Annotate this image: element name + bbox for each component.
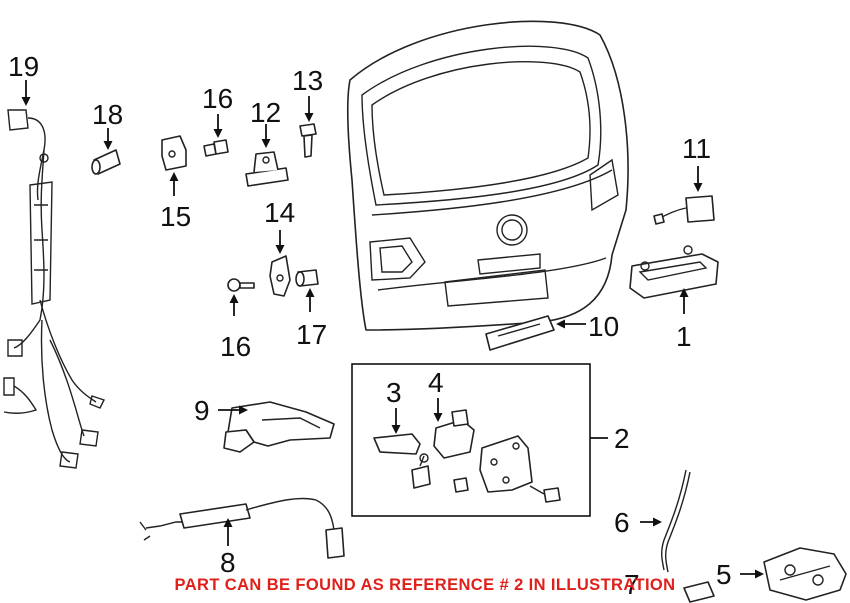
- callout-1: 1: [676, 321, 692, 352]
- callout-11: 11: [682, 133, 711, 164]
- part-16-bolt-lower-illustration: [227, 278, 255, 292]
- callout-14: 14: [264, 197, 295, 228]
- liftgate-illustration: [347, 20, 629, 331]
- callout-15: 15: [160, 201, 191, 232]
- callout-3: 3: [386, 377, 402, 408]
- callout-12: 12: [250, 97, 281, 128]
- callout-17: 17: [296, 319, 327, 350]
- callout-13: 13: [292, 65, 323, 96]
- callout-19: 19: [8, 51, 39, 82]
- callout-4: 4: [428, 367, 444, 398]
- part-11-illustration: [653, 195, 715, 225]
- assembly-box: [351, 363, 591, 517]
- callout-2: 2: [614, 423, 630, 454]
- part-10-illustration: [485, 315, 555, 351]
- part-8-cable-illustration: [139, 497, 345, 559]
- callout-10: 10: [588, 311, 619, 342]
- part-16-bolt-top-illustration: [203, 139, 229, 157]
- part-17-illustration: [295, 269, 319, 287]
- callout-6: 6: [614, 507, 630, 538]
- wiring-harness-illustration: [3, 109, 105, 469]
- part-7-illustration: [683, 581, 715, 603]
- part-9-illustration: [223, 401, 335, 453]
- part-18-illustration: [91, 149, 121, 175]
- callout-18: 18: [92, 99, 123, 130]
- part-1-illustration: [629, 245, 719, 299]
- callout-16-lower: 16: [220, 331, 251, 362]
- callout-numbers: 19 18 16 12 13 15 14 16 17 11 1 10 9 3 4…: [8, 51, 732, 600]
- part-12-illustration: [245, 151, 289, 187]
- reference-caption: PART CAN BE FOUND AS REFERENCE # 2 IN IL…: [174, 576, 676, 594]
- part-13-illustration: [299, 123, 317, 158]
- leader-lines: [21, 80, 764, 579]
- callout-8: 8: [220, 547, 236, 578]
- callout-5: 5: [716, 559, 732, 590]
- part-15-illustration: [161, 135, 187, 171]
- callout-9: 9: [194, 395, 210, 426]
- part-5-latch-illustration: [763, 547, 847, 601]
- part-14-illustration: [269, 255, 291, 297]
- part-6-rod-illustration: [661, 469, 691, 573]
- callout-16-top: 16: [202, 83, 233, 114]
- callout-7: 7: [624, 569, 640, 600]
